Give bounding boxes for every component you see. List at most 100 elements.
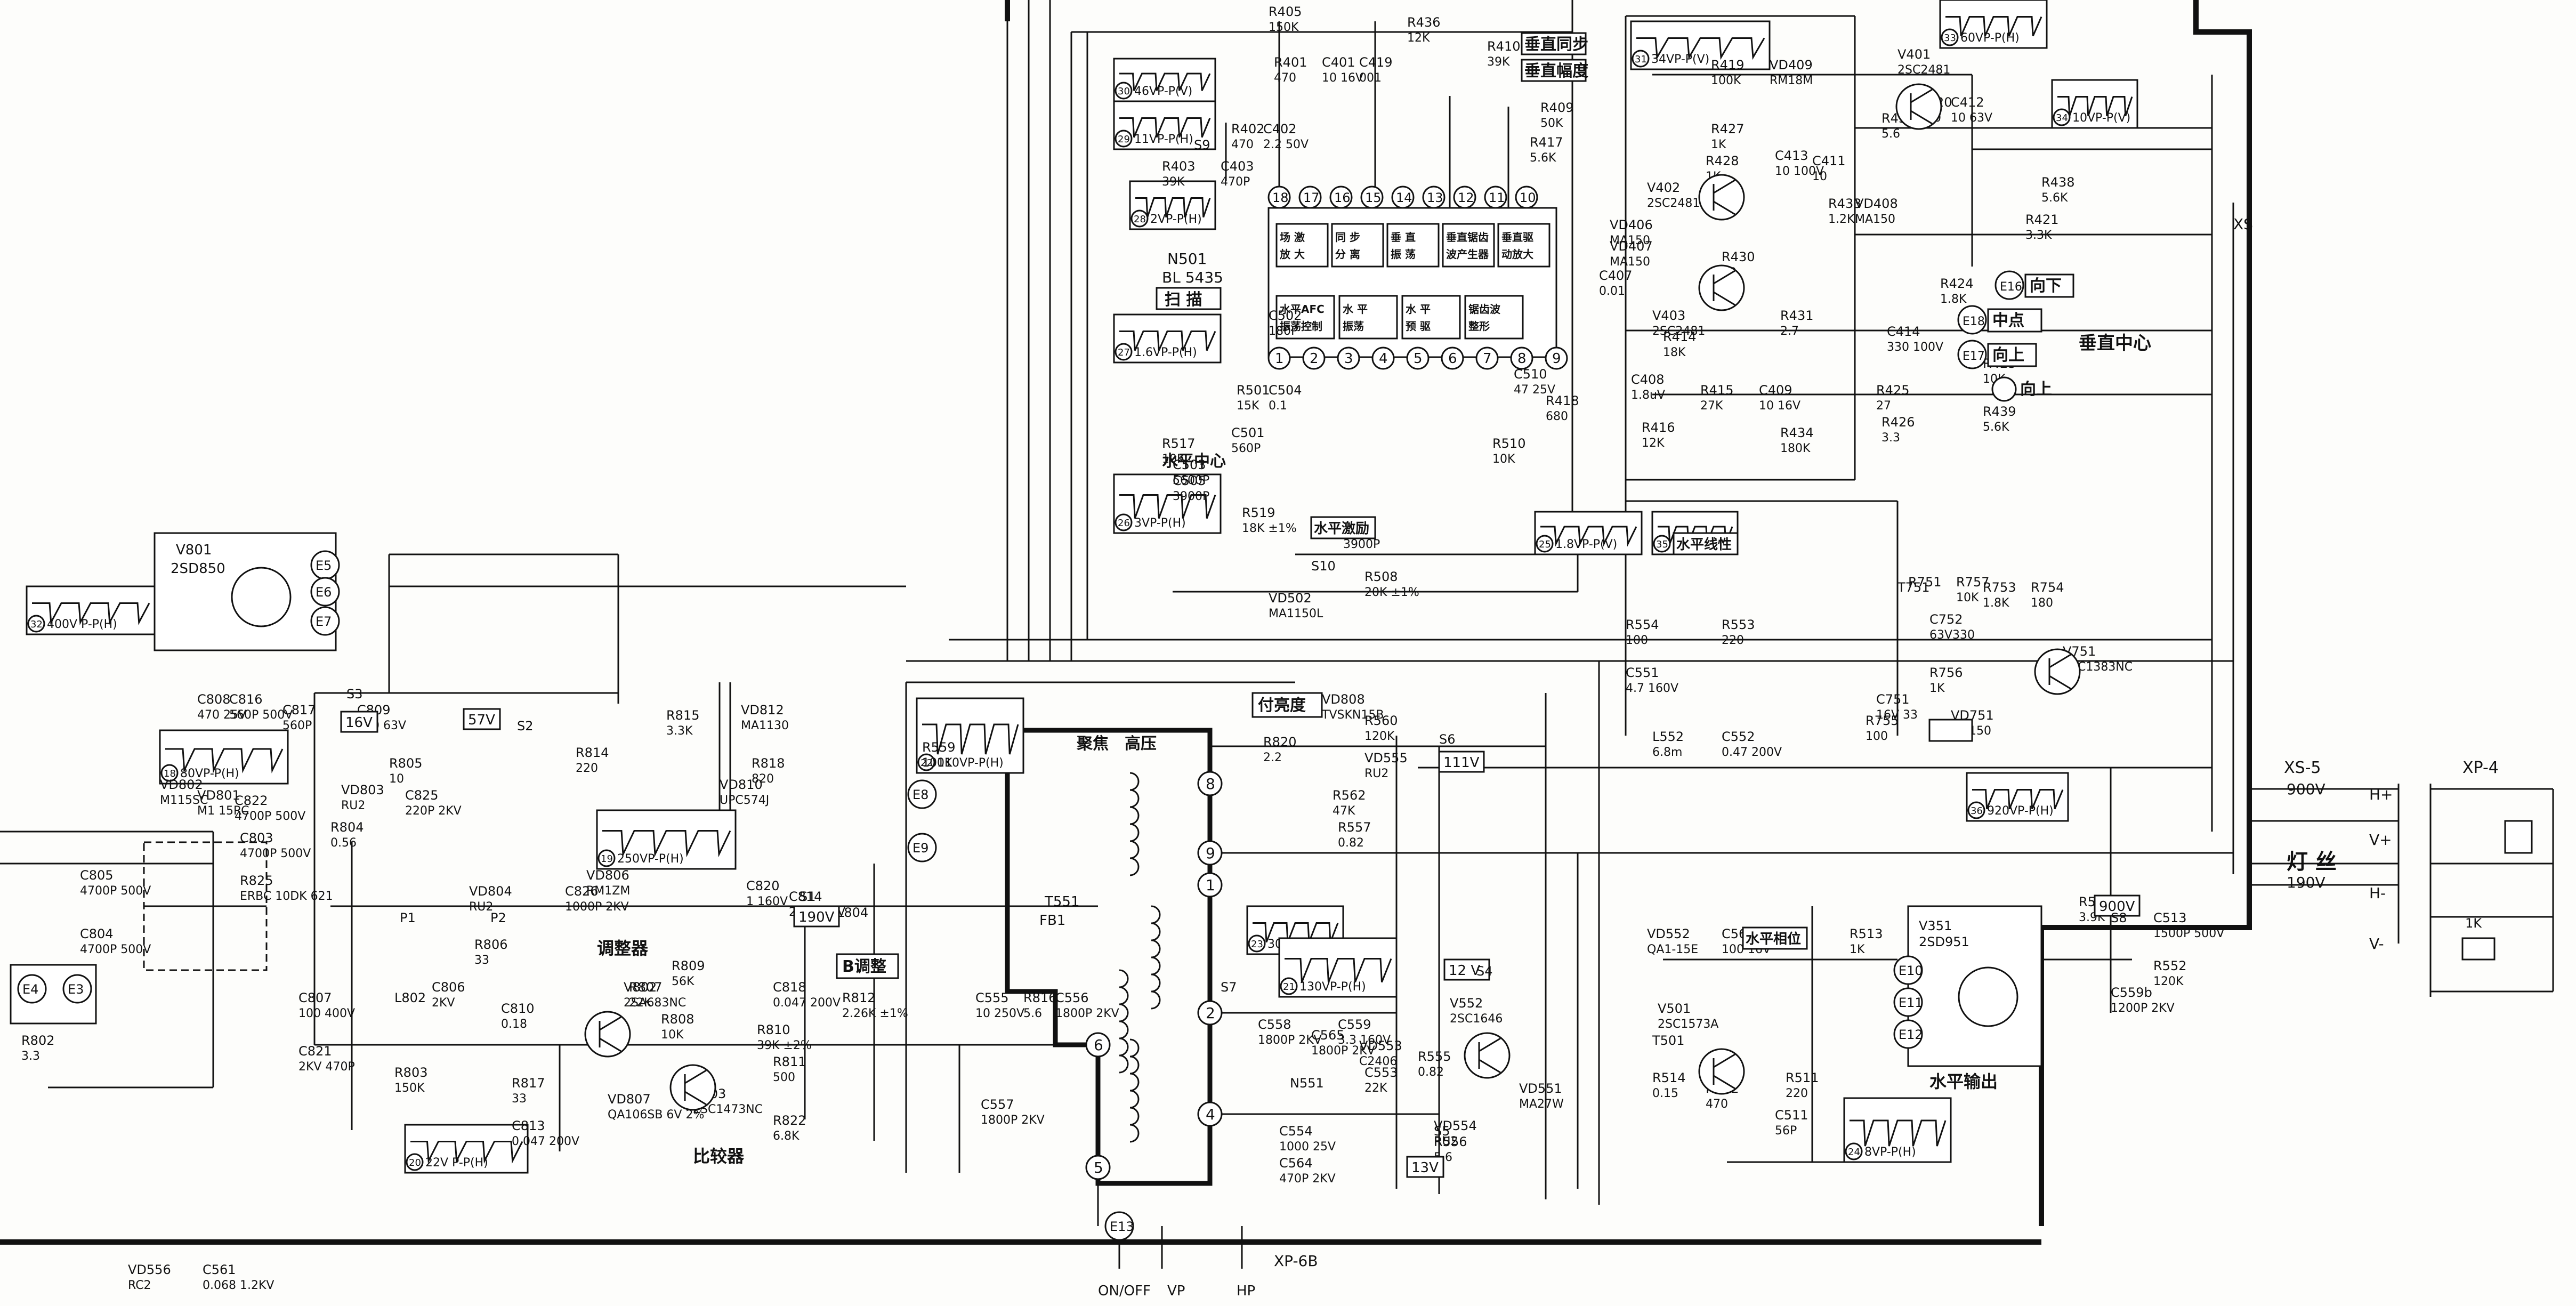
waveform-id-circle xyxy=(1130,209,1149,228)
component-value: 1800P 2KV xyxy=(1258,1034,1322,1047)
v351-part: 2SD951 xyxy=(1919,934,1969,949)
waveform-id: 36 xyxy=(1971,805,1983,817)
switch-label: P1 xyxy=(400,910,416,925)
ic-block-top-label: 动放大 xyxy=(1501,248,1533,261)
flyback-pin xyxy=(1085,1032,1111,1058)
waveform-id-circle xyxy=(160,764,179,782)
transistor-emitter xyxy=(1479,1059,1501,1074)
e-pin-circle xyxy=(17,974,47,1004)
transistor-emitter xyxy=(2049,675,2071,690)
voltage-tag-box xyxy=(1438,751,1485,773)
transistor-collector xyxy=(1910,88,1933,103)
ic-block-top-label: 分 离 xyxy=(1335,248,1360,261)
flyback-coil xyxy=(1119,969,1129,1074)
transistor-symbol xyxy=(1895,83,1942,130)
component-ref: L552 xyxy=(1652,729,1684,744)
component-ref: C510 xyxy=(1514,367,1547,382)
component-ref: C401 xyxy=(1322,55,1355,70)
component-value: RM1ZM xyxy=(586,884,630,898)
component-ref: R556 xyxy=(1434,1134,1467,1149)
component-ref: T751 xyxy=(1897,580,1929,595)
component-ref: R418 xyxy=(1546,393,1579,408)
lamp-voltage: 190V xyxy=(2287,874,2325,891)
component-ref: R428 xyxy=(1706,154,1739,168)
component-value: 12K xyxy=(1642,437,1665,450)
component-ref: T501 xyxy=(1652,1033,1684,1048)
flyback-pin-number: 8 xyxy=(1206,775,1215,793)
button-up[interactable] xyxy=(1987,343,2037,367)
waveform-trace xyxy=(922,723,1019,755)
voltage-tag: 13V xyxy=(1411,1160,1439,1176)
component-ref: L804 xyxy=(837,905,868,920)
ic-pin-top xyxy=(1453,186,1476,209)
e-pin-label: E8 xyxy=(912,787,928,802)
component-ref: R552 xyxy=(2153,958,2186,973)
e-pin-label: E10 xyxy=(1899,963,1923,978)
button-center[interactable] xyxy=(1987,308,2042,333)
ic-block-top-label: 波产生器 xyxy=(1446,248,1489,261)
component-ref: C409 xyxy=(1759,383,1792,398)
voltage-tag-box xyxy=(463,708,501,730)
component-value: 560P xyxy=(282,719,312,732)
component-ref: C817 xyxy=(282,703,316,718)
component-value: QA1-15E xyxy=(1647,943,1698,956)
component-ref: R555 xyxy=(1418,1049,1451,1064)
component-ref: VD552 xyxy=(1647,926,1690,941)
waveform-id-circle xyxy=(406,1153,424,1171)
ic-pin-bottom xyxy=(1406,346,1430,370)
transistor-emitter xyxy=(599,1037,621,1052)
component-ref: C502 xyxy=(1269,308,1302,323)
component-ref: C821 xyxy=(298,1044,332,1059)
component-value: 10 16V xyxy=(1759,399,1800,413)
component-value: 50K xyxy=(1540,117,1563,130)
component-value: 10 16V xyxy=(1322,71,1363,85)
component-value: 470 xyxy=(1706,1098,1728,1111)
waveform-trace xyxy=(32,602,150,625)
component-ref: R519 xyxy=(1242,505,1275,520)
ic-pin-bottom-number: 7 xyxy=(1483,351,1492,367)
component-value: 100 xyxy=(1866,730,1888,743)
flyback-aux: FB1 xyxy=(1039,913,1065,929)
component-value: 10K xyxy=(661,1028,684,1042)
waveform-id-circle xyxy=(917,753,935,771)
label-b-adjust: B调整 xyxy=(842,957,886,976)
e-pin-label: E11 xyxy=(1899,995,1923,1010)
flyback-coil xyxy=(1151,905,1161,1010)
transistor-part: 2SC2481 xyxy=(1897,63,1950,77)
component-value: 4700P 500V xyxy=(80,943,151,956)
component-ref: C804 xyxy=(80,926,114,941)
component-ref: VD802 xyxy=(160,777,203,792)
e-pin-circle xyxy=(62,974,92,1004)
waveform-id: 33 xyxy=(1944,33,1956,44)
transistor-symbol xyxy=(584,1011,631,1058)
component-value: 470 xyxy=(1274,71,1296,85)
waveform-id-circle xyxy=(597,849,616,867)
component-value: 1200P 2KV xyxy=(2111,1002,2175,1015)
component-ref: R805 xyxy=(389,756,422,771)
component-ref: C820 xyxy=(746,878,780,893)
waveform-inset xyxy=(159,729,289,785)
component-ref: R562 xyxy=(1333,788,1366,803)
button-down[interactable] xyxy=(2024,273,2074,298)
ic-pin-top xyxy=(1484,186,1507,209)
component-value: 0.047 200V xyxy=(773,996,841,1010)
transistor-symbol xyxy=(2034,648,2081,695)
component-value: 820 xyxy=(752,772,774,786)
waveform-id: 29 xyxy=(1118,134,1130,145)
component-value: 0.82 xyxy=(1338,836,1364,850)
ic-block-top-label: 同 步 xyxy=(1335,231,1360,244)
component-value: 470P xyxy=(1221,175,1250,189)
component-ref: R409 xyxy=(1540,100,1573,115)
connector-xs-top: XS xyxy=(2233,215,2253,233)
transistor-id: V403 xyxy=(1652,308,1685,323)
switch-label: P2 xyxy=(490,910,506,925)
waveform-inset xyxy=(1534,511,1643,555)
component-ref: R510 xyxy=(1492,436,1525,451)
ic-block-top-label: 垂 直 xyxy=(1391,231,1416,244)
component-ref: C561 xyxy=(203,1262,236,1277)
ic-function: 扫 描 xyxy=(1165,291,1202,309)
transistor-collector xyxy=(1713,179,1735,194)
